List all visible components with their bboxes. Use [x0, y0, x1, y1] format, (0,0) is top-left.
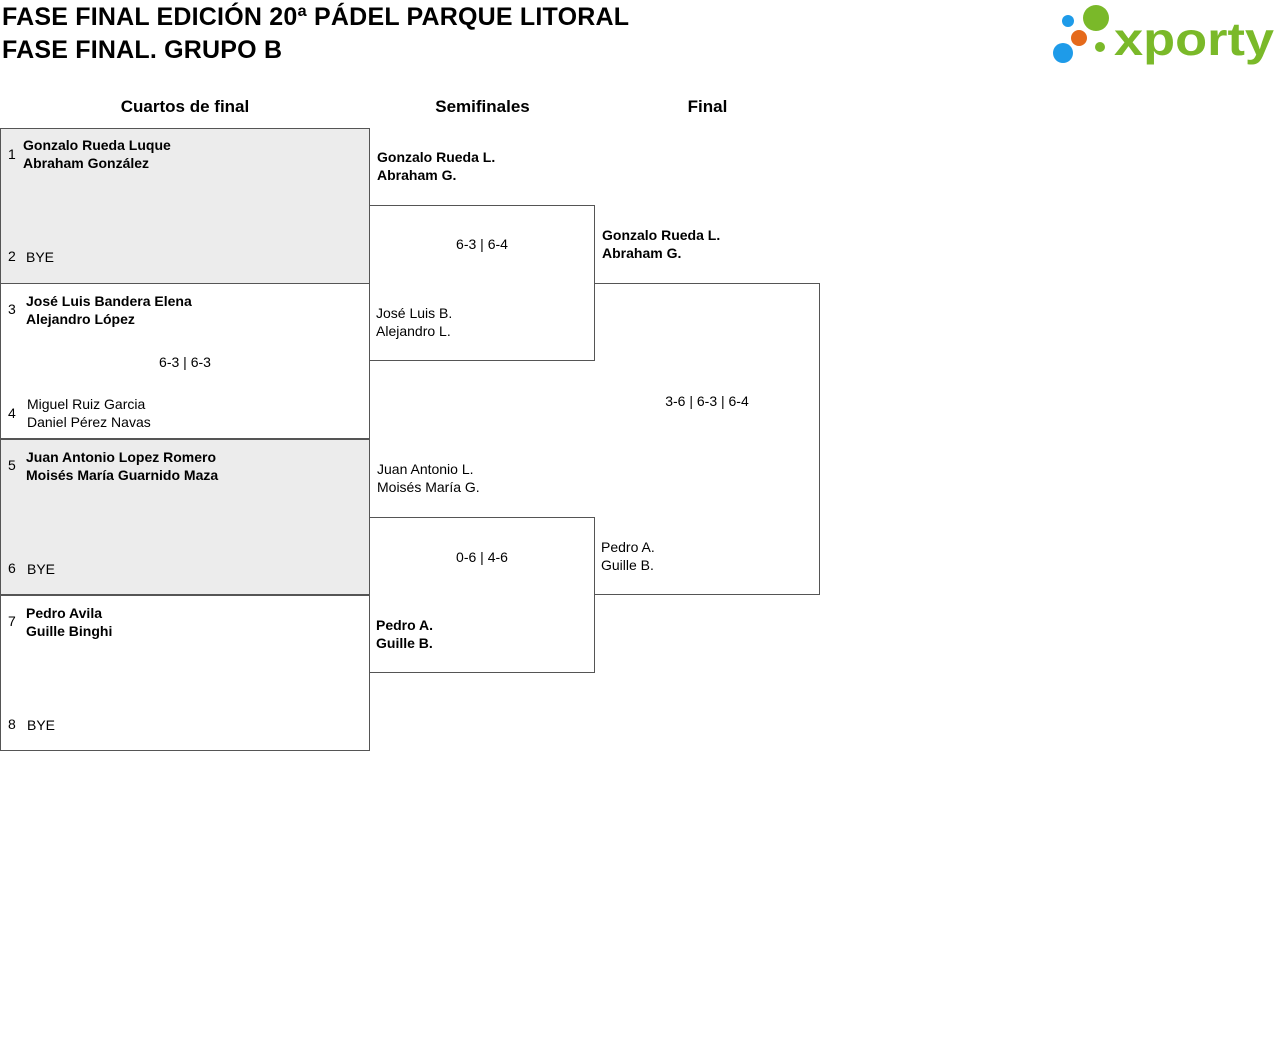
player-name: José Luis B.: [376, 305, 453, 321]
player-name: BYE: [27, 717, 56, 733]
match-score: 3-6 | 6-3 | 6-4: [665, 393, 749, 409]
player-name: Pedro A.: [601, 539, 655, 555]
semifinal-1-bottom-team: José Luis B. Alejandro L.: [376, 304, 452, 340]
player-name: BYE: [26, 249, 55, 265]
team-names: Gonzalo Rueda Luque Abraham González: [23, 136, 171, 172]
semifinal-1-top-team: Gonzalo Rueda L. Abraham G.: [377, 148, 495, 184]
semifinal-match-1[interactable]: 6-3 | 6-4 José Luis B. Alejandro L.: [370, 205, 595, 361]
player-name: José Luis Bandera Elena: [26, 293, 192, 309]
player-name: BYE: [27, 561, 56, 577]
seed-number: 5: [8, 457, 16, 473]
page-title: FASE FINAL EDICIÓN 20ª PÁDEL PARQUE LITO…: [2, 3, 630, 31]
quarterfinal-match-2[interactable]: 3 José Luis Bandera Elena Alejandro Lópe…: [0, 283, 370, 439]
seed-number: 6: [8, 560, 16, 576]
team-names: José Luis Bandera Elena Alejandro López: [26, 292, 192, 328]
player-name: Abraham González: [23, 155, 150, 171]
quarterfinal-match-4[interactable]: 7 Pedro Avila Guille Binghi 8 BYE: [0, 595, 370, 751]
seed-number: 2: [8, 248, 16, 264]
player-name: Abraham G.: [602, 245, 682, 261]
team-names: BYE: [27, 560, 55, 578]
round-header-final: Final: [687, 97, 728, 116]
final-bottom-team: Pedro A. Guille B.: [601, 538, 655, 574]
semifinal-match-2[interactable]: 0-6 | 4-6 Pedro A. Guille B.: [370, 517, 595, 673]
player-name: Juan Antonio L.: [377, 461, 474, 477]
player-name: Moisés María Guarnido Maza: [26, 467, 219, 483]
player-name: Pedro Avila: [26, 605, 102, 621]
player-name: Moisés María G.: [377, 479, 480, 495]
team-names: BYE: [26, 248, 54, 266]
player-name: Daniel Pérez Navas: [27, 414, 151, 430]
round-header-semifinals: Semifinales: [435, 97, 530, 116]
seed-number: 8: [8, 716, 16, 732]
xporty-logo[interactable]: xporty: [1052, 4, 1277, 66]
player-name: Gonzalo Rueda Luque: [23, 137, 171, 153]
match-score: 6-3 | 6-4: [456, 236, 508, 252]
quarterfinal-match-1[interactable]: 1 Gonzalo Rueda Luque Abraham González 2…: [0, 128, 370, 284]
seed-number: 7: [8, 613, 16, 629]
logo-dot-orange: [1071, 30, 1087, 46]
seed-number: 4: [8, 405, 16, 421]
seed-number: 1: [8, 146, 16, 162]
logo-dot-blue-small: [1062, 15, 1074, 27]
semifinal-2-top-team: Juan Antonio L. Moisés María G.: [377, 460, 480, 496]
match-score: 0-6 | 4-6: [456, 549, 508, 565]
player-name: Guille B.: [601, 557, 654, 573]
logo-dot-green-small: [1095, 42, 1105, 52]
player-name: Alejandro L.: [376, 323, 451, 339]
player-name: Miguel Ruiz Garcia: [27, 396, 146, 412]
match-score: 6-3 | 6-3: [159, 354, 211, 370]
logo-dot-blue: [1053, 43, 1073, 63]
team-names: BYE: [27, 716, 55, 734]
player-name: Guille B.: [376, 635, 433, 651]
player-name: Abraham G.: [377, 167, 457, 183]
final-top-team: Gonzalo Rueda L. Abraham G.: [602, 226, 720, 262]
player-name: Pedro A.: [376, 617, 434, 633]
final-match[interactable]: 3-6 | 6-3 | 6-4 Pedro A. Guille B.: [595, 283, 820, 595]
team-names: Pedro Avila Guille Binghi: [26, 604, 112, 640]
semifinal-2-bottom-team: Pedro A. Guille B.: [376, 616, 433, 652]
quarterfinal-match-3[interactable]: 5 Juan Antonio Lopez Romero Moisés María…: [0, 439, 370, 595]
player-name: Gonzalo Rueda L.: [377, 149, 496, 165]
page-subtitle: FASE FINAL. GRUPO B: [2, 36, 283, 64]
logo-wordmark: xporty: [1114, 13, 1274, 65]
player-name: Gonzalo Rueda L.: [602, 227, 721, 243]
logo-dot-green: [1083, 5, 1109, 31]
player-name: Juan Antonio Lopez Romero: [26, 449, 217, 465]
team-names: Miguel Ruiz Garcia Daniel Pérez Navas: [27, 395, 151, 431]
team-names: Juan Antonio Lopez Romero Moisés María G…: [26, 448, 218, 484]
player-name: Alejandro López: [26, 311, 135, 327]
round-header-quarterfinals: Cuartos de final: [120, 97, 250, 116]
seed-number: 3: [8, 301, 16, 317]
player-name: Guille Binghi: [26, 623, 113, 639]
